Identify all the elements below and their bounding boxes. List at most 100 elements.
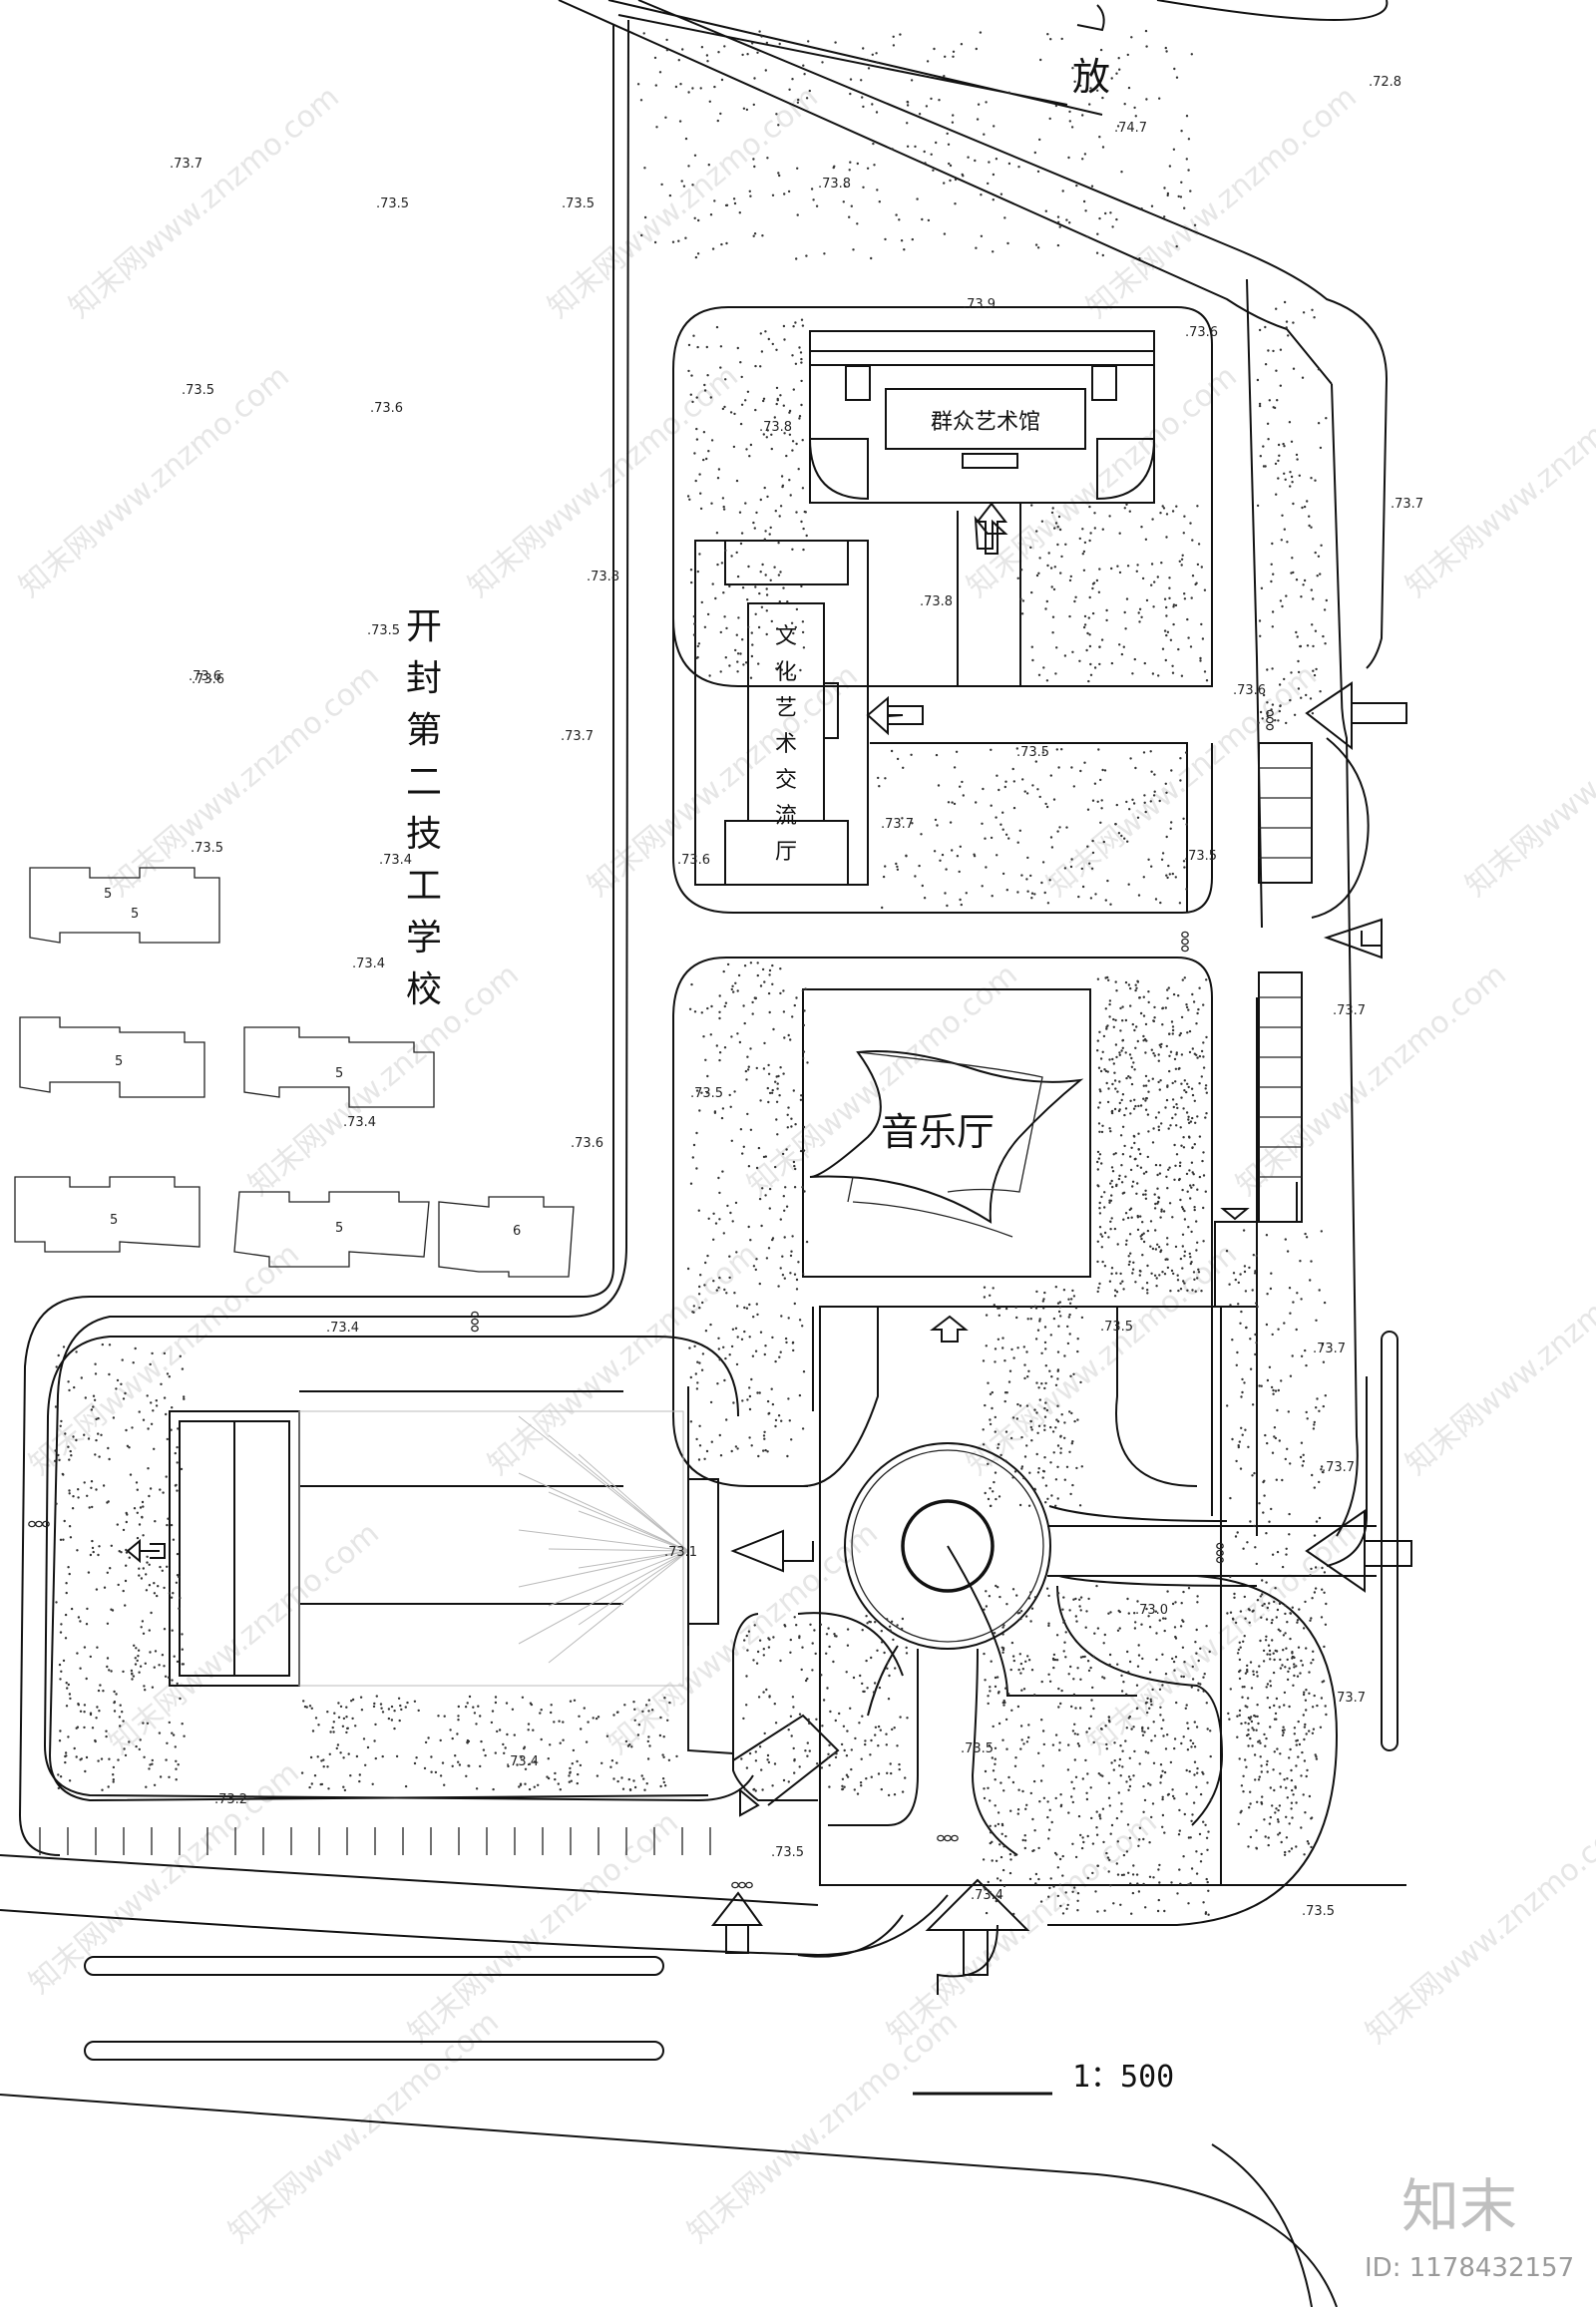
gate-marker (738, 1881, 746, 1889)
culture-hall-label: 文化艺术交流厅 (775, 624, 797, 865)
elevation-label: .73.5 (1184, 849, 1217, 864)
elevation-label: .73.8 (587, 570, 619, 584)
scale-bar: 1：500 (913, 2060, 1174, 2096)
floor-count: 5 (131, 907, 139, 922)
elevation-label: .73.5 (690, 1086, 723, 1101)
gate-marker (1216, 1542, 1224, 1550)
watermark-text: 知末网www.znzmo.com (881, 1805, 1164, 2051)
watermark-text: 知末网www.znzmo.com (961, 1237, 1244, 1482)
elevation-labels: .73.7 .73.5 .73.5 .73.5 .73.6 .73.6 .73.8 .73.5… (170, 75, 1423, 1919)
road-label: 放 (1072, 55, 1110, 99)
elevation-label: .73.5 (367, 623, 400, 638)
watermark-text: 知末网www.znzmo.com (582, 658, 865, 904)
elevation-label: .73.4 (326, 1321, 359, 1336)
elevation-label: .73.6 (571, 1136, 603, 1151)
elevation-label: .73.4 (352, 957, 385, 971)
watermark-text: 知末网www.znzmo.com (242, 958, 526, 1203)
elevation-label: .73.6 (189, 669, 221, 684)
elevation-label: .73.5 (376, 196, 409, 211)
elevation-label: .73.0 (1135, 1603, 1168, 1618)
watermark-text: 知末网www.znzmo.com (402, 1805, 685, 2051)
floor-count: 5 (115, 1054, 123, 1069)
watermark-text: 知末网www.znzmo.com (601, 1516, 885, 1761)
gate-marker (1181, 931, 1189, 939)
parking (39, 737, 1370, 1855)
floor-count: 6 (513, 1224, 521, 1239)
elevation-label: .73.5 (1016, 745, 1049, 760)
school-label: 开封第二技工学校 (406, 606, 442, 1010)
elevation-label: .73.1 (664, 1545, 697, 1560)
watermark-text: 知末网www.znzmo.com (1230, 958, 1513, 1203)
sports-parcel (43, 1336, 840, 1806)
elevation-label: .73.9 (963, 297, 996, 312)
watermark-text: 知末网www.znzmo.com (1360, 1805, 1596, 2051)
watermark-text: 知末网www.znzmo.com (1399, 359, 1596, 604)
music-hall-label: 音乐厅 (881, 1110, 995, 1154)
floor-count: 5 (335, 1066, 343, 1081)
gate-marker (1266, 716, 1274, 724)
gallery-parcel (672, 306, 1213, 914)
gate-marker (1181, 938, 1189, 946)
image-id: ID: 1178432157 (1365, 2253, 1574, 2283)
gate-marker (471, 1311, 479, 1319)
gate-marker (937, 1834, 945, 1842)
watermark-text: 知末网www.znzmo.com (681, 2005, 965, 2250)
elevation-label: .73.8 (759, 420, 792, 435)
watermark-text: 知末网www.znzmo.com (741, 958, 1024, 1203)
floor-count: 5 (110, 1213, 118, 1228)
gate-marker (745, 1881, 753, 1889)
elevation-label: .73.5 (1100, 1320, 1133, 1335)
school-boundary (18, 19, 709, 1856)
lawn-speckles (54, 29, 1329, 1916)
watermark-text: 知末网www.znzmo.com (462, 359, 745, 604)
elevation-label: .73.5 (191, 841, 223, 856)
gate-marker (471, 1318, 479, 1326)
gate-marker (951, 1834, 959, 1842)
elevation-label: .73.7 (1333, 1691, 1366, 1706)
music-hall-parcel (672, 957, 1298, 1886)
elevation-label: .73.6 (1185, 325, 1218, 340)
gate-marker (1181, 945, 1189, 953)
elevation-label: .73.5 (961, 1741, 994, 1756)
elevation-label: .73.5 (771, 1845, 804, 1860)
watermark-text: 知末网www.znzmo.com (103, 1516, 386, 1761)
elevation-label: .73.6 (677, 853, 710, 868)
gate-marker (42, 1520, 50, 1528)
elevation-label: .73.6 (1233, 683, 1266, 698)
gate-marker (28, 1520, 36, 1528)
gate-marker (471, 1325, 479, 1333)
elevation-label: .73.7 (170, 157, 202, 172)
gate-marker (1216, 1556, 1224, 1564)
gate-marker (1216, 1549, 1224, 1557)
elevation-label: .73.7 (561, 729, 594, 744)
gate-marker (731, 1881, 739, 1889)
elevation-label: .73.4 (971, 1888, 1003, 1903)
road-network (0, 0, 1406, 2307)
elevation-label: .73.5 (1302, 1904, 1335, 1919)
watermark-text: 知末网www.znzmo.com (13, 359, 296, 604)
gate-markers (28, 709, 1274, 1889)
elevation-label: .73.5 (562, 196, 595, 211)
gate-marker (35, 1520, 43, 1528)
elevation-label: .73.6 (370, 401, 403, 416)
elevation-label: .74.7 (1114, 121, 1147, 136)
watermark-text: 知末网www.znzmo.com (1459, 658, 1596, 904)
elevation-label: .73.8 (920, 594, 953, 609)
elevation-label: .73.2 (214, 1792, 247, 1807)
elevation-label: .73.4 (506, 1754, 539, 1769)
elevation-label: .73.4 (379, 853, 412, 868)
scale-label: 1：500 (1072, 2060, 1174, 2095)
elevation-label: .73.8 (818, 177, 851, 192)
elevation-label: .73.7 (1322, 1460, 1355, 1475)
entrance-arrows (126, 502, 1412, 1976)
watermark-text: 知末网www.znzmo.com (1040, 658, 1324, 904)
floor-count: 5 (104, 887, 112, 902)
roundabout (732, 1442, 1377, 1995)
brand-logo: 知末 (1401, 2172, 1517, 2240)
elevation-label: .73.7 (881, 817, 914, 832)
dormitory-blocks (14, 867, 575, 1278)
gate-marker (944, 1834, 952, 1842)
